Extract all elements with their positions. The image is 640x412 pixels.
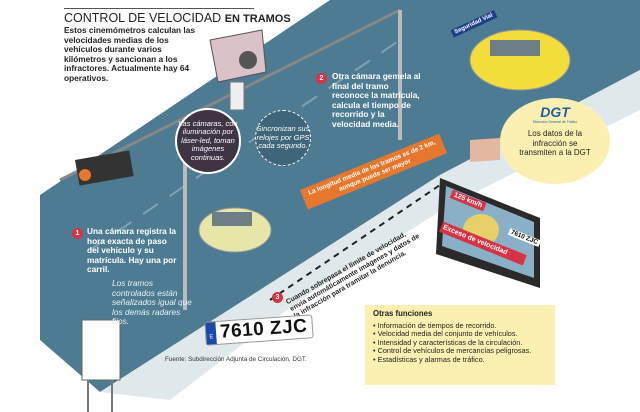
roadside-cabinet [470, 138, 500, 162]
source-note: Fuente: Subdirección Adjunta de Circulac… [165, 356, 307, 363]
dgt-text: Los datos de la infracción se transmiten… [519, 129, 591, 157]
camera-icon [209, 29, 267, 111]
page-title: CONTROL DE VELOCIDAD EN TRAMOS [64, 8, 291, 25]
car-far [469, 29, 571, 91]
variable-message-sign [75, 150, 134, 186]
dgt-bubble: DGT Dirección General de Tráfico Los dat… [500, 98, 610, 184]
list-item: • Información de tiempos de recorrido. [373, 320, 497, 330]
other-functions-title: Otras funciones [373, 309, 433, 318]
step-3-badge: 3 [272, 292, 283, 303]
list-item: • Control de vehículos de mercancías pel… [373, 346, 532, 356]
dashed-line [269, 184, 441, 301]
list-item: • Velocidad media del conjunto de vehícu… [373, 329, 518, 339]
plate-country: E [205, 322, 217, 345]
other-functions-box: Otras funciones • Información de tiempos… [365, 305, 555, 385]
warning-sign [81, 319, 121, 412]
intro-text: Estos cinemómetros calculan las velocida… [64, 25, 195, 83]
step-2-text: Otra cámara gemela al final del tramo re… [332, 71, 421, 129]
signs-note: Los tramos controlados están señalizados… [112, 278, 192, 326]
dgt-logo: DGT [540, 104, 570, 120]
violation-screen: 125 km/h 7610 ZJC Exceso de velocidad [436, 178, 544, 288]
gps-bubble: Sincronizan sus relojes por GPS cada seg… [255, 110, 311, 166]
dgt-logo-sub: Dirección General de Tráfico [532, 119, 578, 124]
step-1-badge: 1 [72, 228, 83, 239]
cameras-bubble: Las cámaras, con iluminación por láser-l… [175, 108, 241, 174]
list-item: • Intensidad y características de la cir… [373, 337, 523, 347]
step-2-badge: 2 [316, 73, 327, 84]
car-front [198, 207, 272, 253]
plate-number: 7610 ZJC [219, 315, 309, 343]
list-item: • Estadísticas y alarmas de tráfico. [373, 354, 485, 364]
step-1-text: Una cámara registra la hora exacta de pa… [87, 226, 177, 274]
